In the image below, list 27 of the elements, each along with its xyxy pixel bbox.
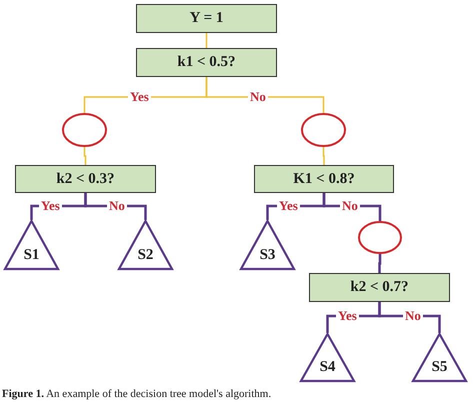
connector-line (206, 33, 208, 48)
edge-label: No (403, 309, 423, 323)
edge-label: No (248, 90, 268, 104)
condition-box: Y = 1 (136, 4, 277, 33)
connector-line (84, 147, 86, 165)
leaf-triangle: S4 (300, 333, 355, 382)
edge-label: Yes (128, 90, 151, 104)
condition-box: k1 < 0.5? (136, 48, 277, 77)
condition-box: k2 < 0.7? (309, 273, 450, 302)
edge-label: No (340, 199, 360, 213)
figure-caption: Figure 1. An example of the decision tree model's algorithm. (2, 388, 272, 400)
leaf-triangle: S2 (118, 220, 173, 270)
edge-label: Yes (336, 309, 359, 323)
condition-box: k2 < 0.3? (15, 165, 156, 193)
leaf-triangle: S1 (4, 220, 59, 270)
connector-line (378, 254, 382, 273)
edge-label: Yes (39, 199, 62, 213)
decision-circle (62, 113, 107, 147)
edge-label: Yes (277, 199, 300, 213)
decision-circle (301, 113, 346, 147)
condition-box: K1 < 0.8? (254, 165, 394, 193)
decision-circle (358, 221, 402, 254)
leaf-triangle: S3 (240, 220, 295, 270)
edge-label: No (107, 199, 127, 213)
connector-line (322, 147, 325, 165)
connector-line (206, 77, 324, 113)
leaf-triangle: S5 (412, 333, 467, 382)
